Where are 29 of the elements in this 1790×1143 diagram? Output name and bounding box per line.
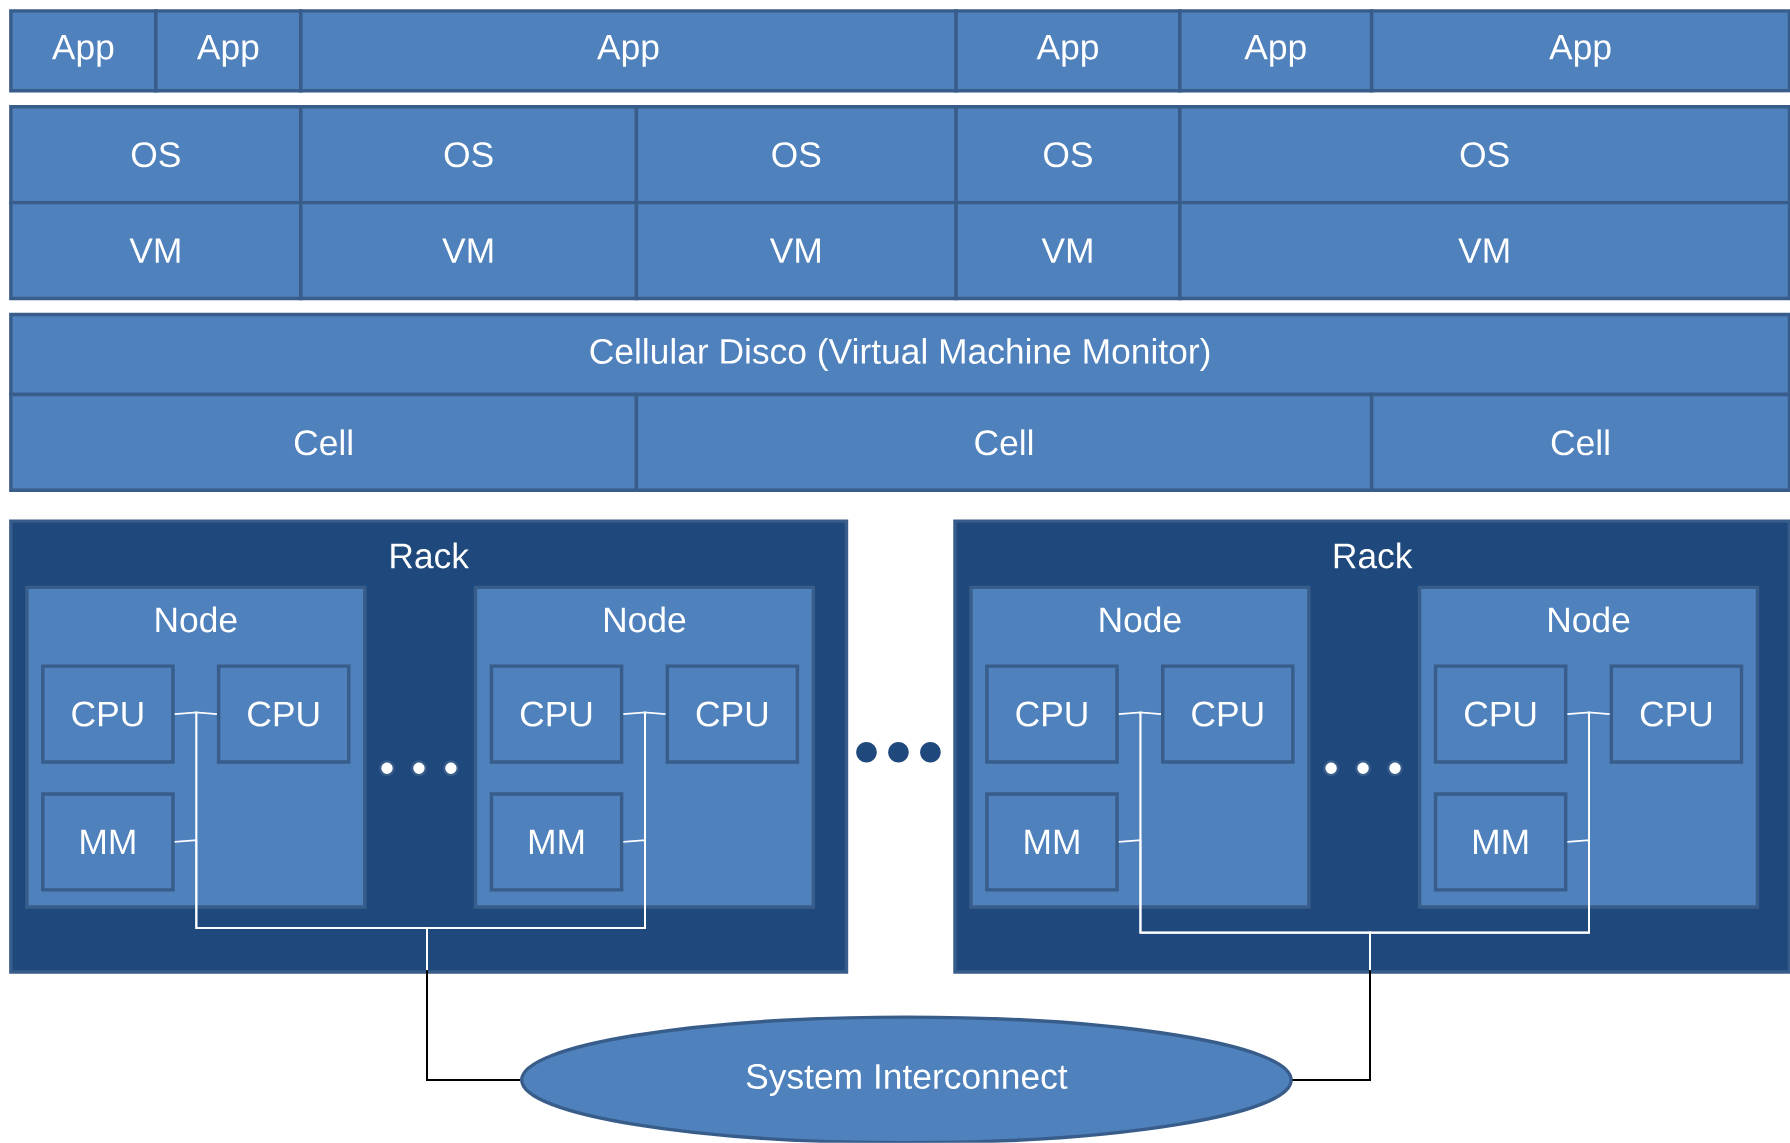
cell-box: Cell: [9, 392, 639, 493]
cell-box: Cell: [1369, 392, 1790, 493]
os-box: OS: [9, 105, 303, 205]
app-box: App: [154, 9, 303, 93]
vm-box: VM: [299, 201, 639, 301]
vm-box: VM: [634, 201, 958, 301]
app-box: App: [1178, 9, 1374, 93]
cell-box: Cell: [634, 392, 1374, 493]
component-box: MM: [41, 792, 175, 892]
component-box: CPU: [665, 664, 800, 764]
component-box: MM: [1433, 792, 1568, 892]
component-box: CPU: [489, 664, 624, 764]
os-box: OS: [954, 105, 1182, 205]
component-box: MM: [985, 792, 1119, 892]
app-box: App: [9, 9, 158, 93]
connector-line: [426, 839, 646, 1081]
component-box: CPU: [1433, 664, 1568, 764]
component-box: MM: [489, 792, 624, 892]
os-box: OS: [634, 105, 958, 205]
os-box: OS: [299, 105, 639, 205]
connector-line: [1292, 839, 1590, 1081]
component-box: CPU: [1609, 664, 1744, 764]
vm-box: VM: [9, 201, 303, 301]
component-box: CPU: [985, 664, 1119, 764]
vm-box: VM: [954, 201, 1182, 301]
component-box: CPU: [1161, 664, 1295, 764]
component-box: CPU: [41, 664, 175, 764]
app-box: App: [954, 9, 1182, 93]
component-box: CPU: [216, 664, 351, 764]
